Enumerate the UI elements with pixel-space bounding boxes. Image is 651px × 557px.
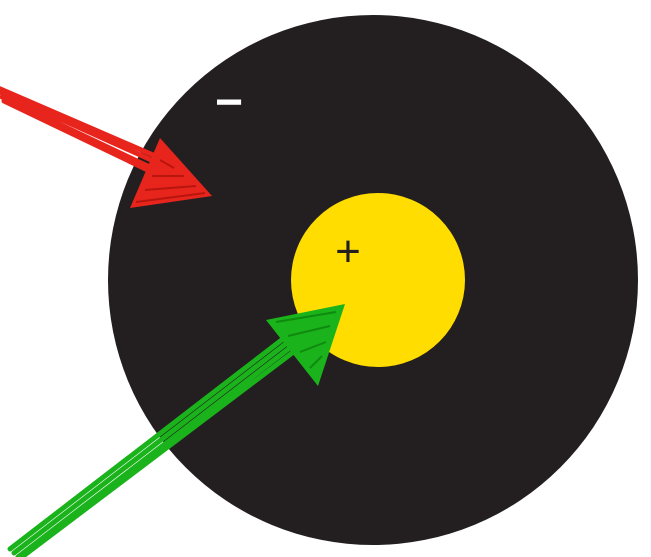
plus-sign-label: + bbox=[335, 227, 361, 276]
minus-sign-label: − bbox=[215, 76, 243, 129]
